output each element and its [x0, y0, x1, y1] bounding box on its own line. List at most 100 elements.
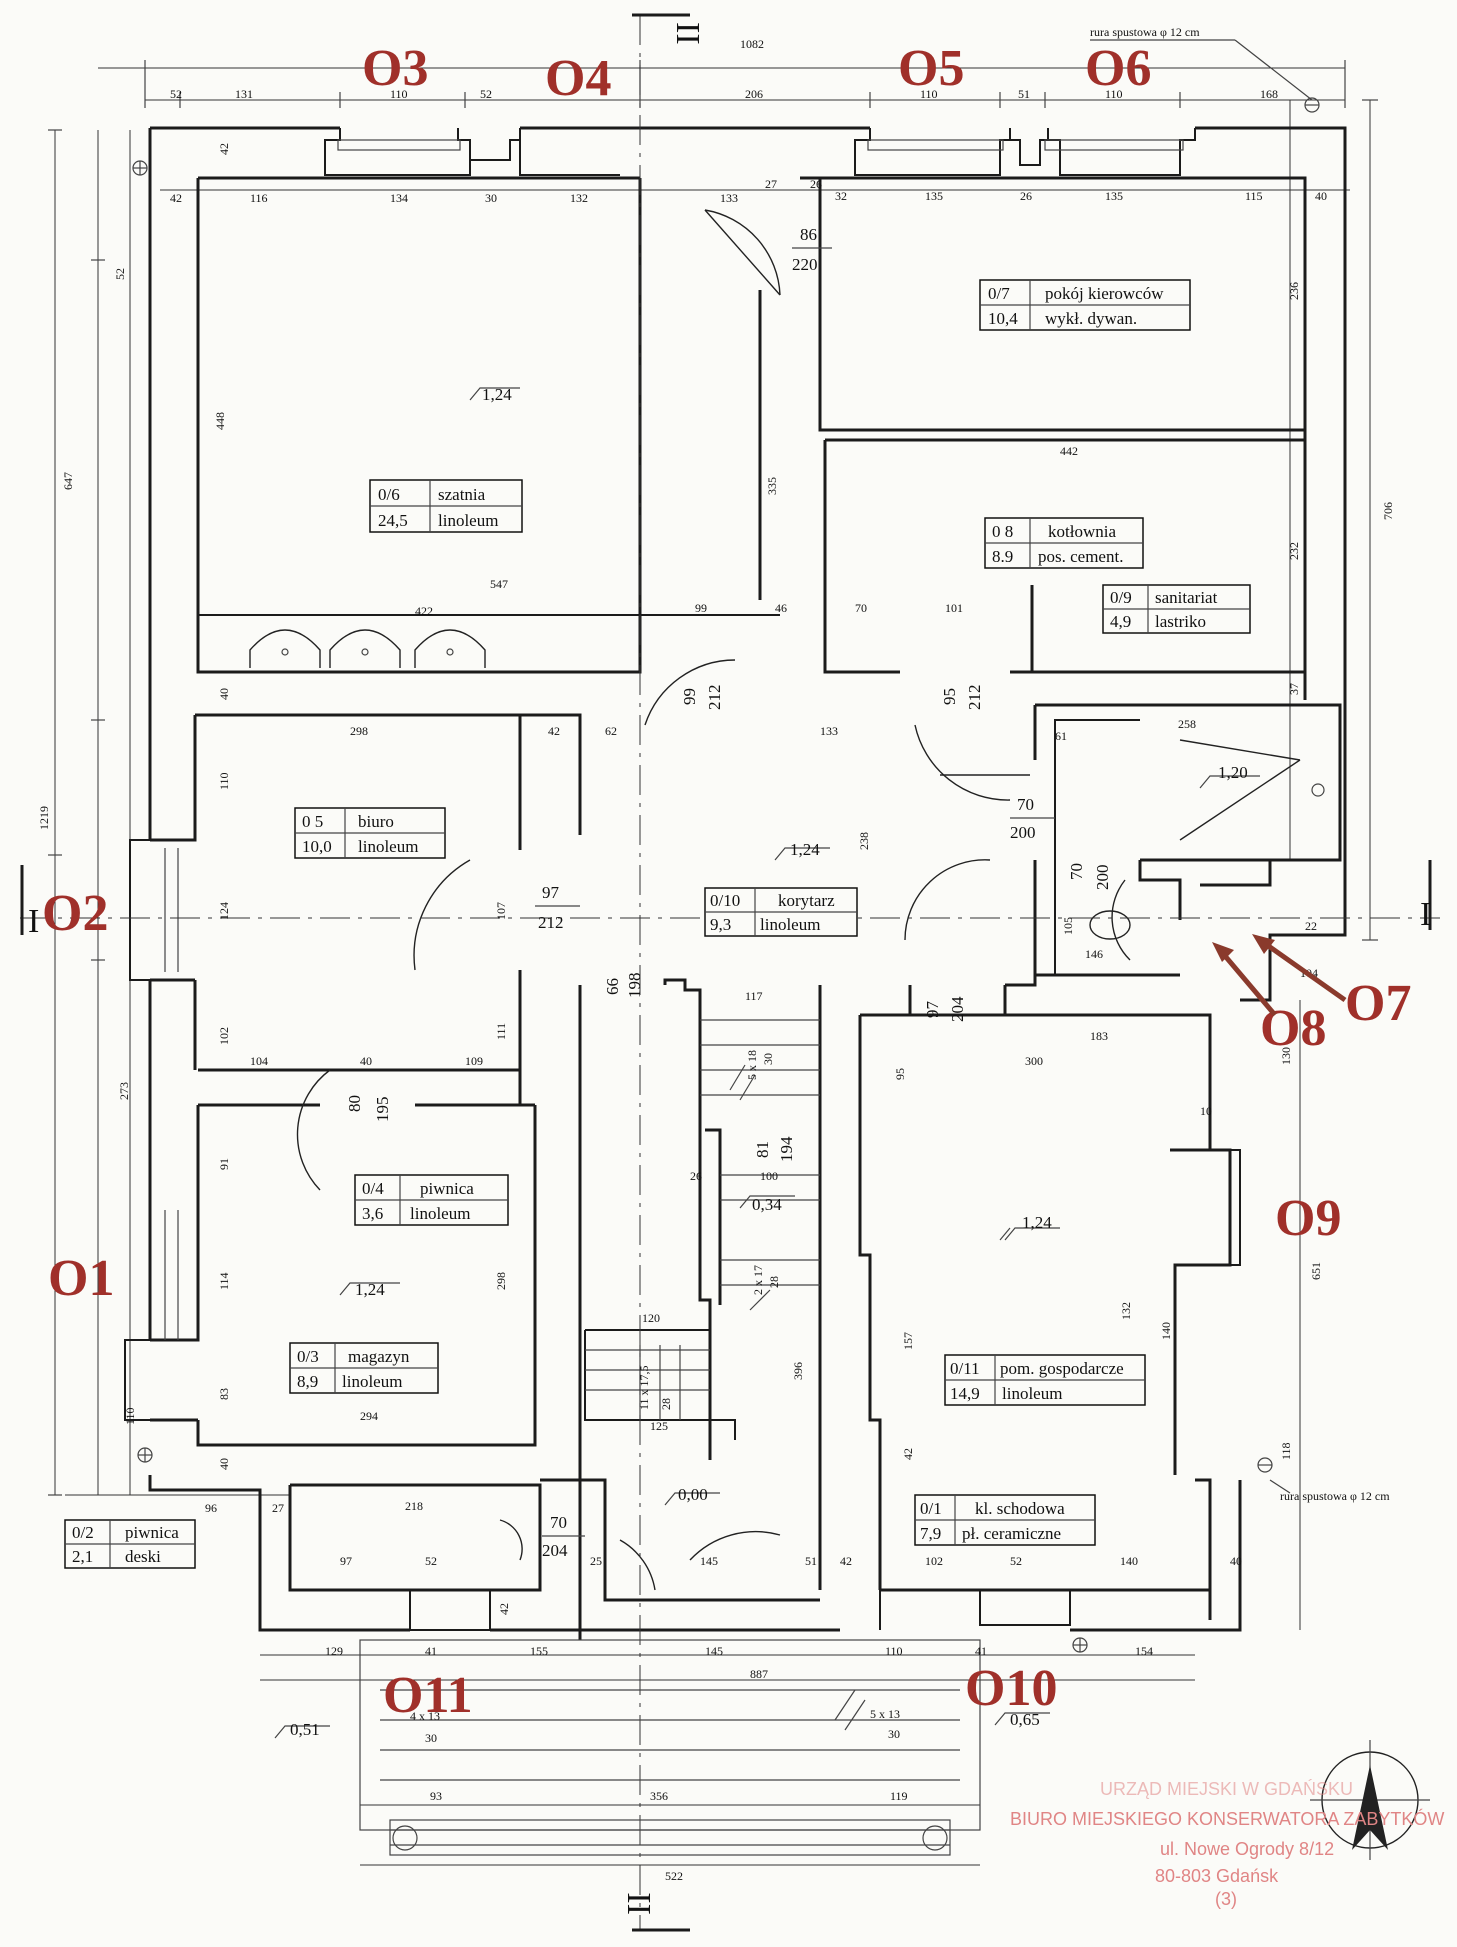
- dim-mid: 51: [805, 1554, 817, 1568]
- room-code: 0/3: [297, 1347, 319, 1366]
- stairs: [585, 1019, 820, 1420]
- dim-left: 1219: [37, 806, 51, 830]
- dim-bottom: 522: [665, 1869, 683, 1883]
- dim-mid: 100: [760, 1169, 778, 1183]
- dim-bottom: 356: [650, 1789, 668, 1803]
- room-name: kl. schodowa: [975, 1499, 1065, 1518]
- dim-mid: 52: [425, 1554, 437, 1568]
- dim-inner-top: 26: [810, 177, 822, 191]
- door-height: 212: [538, 913, 564, 932]
- room-label-magazyn: 0/3 magazyn 8,9 linoleum: [289, 1342, 439, 1394]
- room-name: biuro: [358, 812, 394, 831]
- room-floor: pł. ceramiczne: [962, 1524, 1061, 1543]
- dim-left: 40: [217, 1458, 231, 1470]
- opening-label-o7: O7: [1345, 975, 1411, 1032]
- dim-bottom: 30: [761, 1053, 775, 1065]
- opening-label-o1: O1: [48, 1250, 114, 1307]
- dim-left: 110: [123, 1407, 137, 1425]
- door-width: 97: [923, 1001, 942, 1019]
- door-label: 80 195: [345, 1095, 392, 1122]
- section-mark-left: I: [28, 903, 39, 940]
- dim-top: 52: [480, 87, 492, 101]
- section-mark-right: I: [1420, 896, 1431, 933]
- door-labels: 86 220 99 212 95 212 97 212 70 200 70 20…: [345, 225, 1112, 1560]
- dim-inner-top: 135: [925, 189, 943, 203]
- room-floor: deski: [125, 1547, 161, 1566]
- opening-label-o4: O4: [545, 50, 611, 107]
- dim-left: 42: [217, 143, 231, 155]
- dim-left: 102: [217, 1027, 231, 1045]
- dim-mid: 422: [415, 604, 433, 618]
- room-code: 0/9: [1110, 588, 1132, 607]
- dim-bottom: 5 x 18: [745, 1050, 759, 1080]
- dim-inner-top: 42: [170, 191, 182, 205]
- dim-top: 206: [745, 87, 763, 101]
- dim-mid: 96: [205, 1501, 217, 1515]
- north-arrow-icon: [1310, 1740, 1430, 1860]
- dim-right: 706: [1381, 502, 1395, 520]
- dim-mid: 183: [1090, 1029, 1108, 1043]
- dim-top: 52: [170, 87, 182, 101]
- dim-inner-top: 40: [1315, 189, 1327, 203]
- dim-top: 168: [1260, 87, 1278, 101]
- door-height: 195: [373, 1097, 392, 1123]
- room-name: pokój kierowców: [1045, 284, 1164, 303]
- door-height: 200: [1010, 823, 1036, 842]
- level-value: 0,51: [290, 1720, 320, 1739]
- room-floor: linoleum: [342, 1372, 402, 1391]
- downpipe-note-top: rura spustowa φ 12 cm: [1090, 25, 1200, 39]
- dim-bottom: 93: [430, 1789, 442, 1803]
- dim-bottom: 30: [888, 1727, 900, 1741]
- door-height: 220: [792, 255, 818, 274]
- front-steps: [359, 1639, 981, 1856]
- stamp-line-5: (3): [1215, 1889, 1237, 1909]
- dim-mid: 99: [695, 601, 707, 615]
- dim-mid: 132: [1119, 1302, 1133, 1320]
- dim-mid: 42: [840, 1554, 852, 1568]
- dim-bottom: 145: [705, 1644, 723, 1658]
- dim-mid: 104: [250, 1054, 268, 1068]
- door-width: 97: [542, 883, 560, 902]
- room-floor: linoleum: [358, 837, 418, 856]
- dim-mid: 52: [1010, 1554, 1022, 1568]
- door-width: 66: [603, 978, 622, 995]
- dim-mid: 42: [901, 1448, 915, 1460]
- room-name: magazyn: [348, 1347, 410, 1366]
- dim-mid: 27: [272, 1501, 284, 1515]
- opening-label-o6: O6: [1085, 40, 1151, 97]
- level-value: 1,17: [1020, 1213, 1050, 1232]
- dim-bottom: 129: [325, 1644, 343, 1658]
- axis-markers: [132, 97, 1320, 1653]
- door-height: 194: [777, 1136, 796, 1162]
- dim-mid: 42: [548, 724, 560, 738]
- room-area: 14,9: [950, 1384, 980, 1403]
- dim-bottom: 28: [767, 1276, 781, 1288]
- room-floor: wykł. dywan.: [1045, 309, 1137, 328]
- section-mark-top: II: [669, 22, 706, 45]
- dim-left: 114: [217, 1272, 231, 1290]
- dim-inner-top: 115: [1245, 189, 1263, 203]
- wc-fixture: [1089, 783, 1325, 940]
- level-marker: 0,00: [664, 1485, 720, 1506]
- room-label-sanitariat: 0/9 sanitariat 4,9 lastriko: [1102, 584, 1251, 634]
- room-label-piwnica-2: 0/2 piwnica 2,1 deski: [64, 1519, 196, 1569]
- door-width: 70: [1017, 795, 1034, 814]
- room-label-biuro: 0 5 biuro 10,0 linoleum: [294, 807, 446, 859]
- dim-top: 131: [235, 87, 253, 101]
- door-label: 70 200: [1010, 795, 1055, 842]
- official-stamp: URZĄD MIEJSKI W GDAŃSKU BIURO MIEJSKIEGO…: [1010, 1779, 1444, 1909]
- dim-left: 91: [217, 1158, 231, 1170]
- dim-mid: 238: [857, 832, 871, 850]
- dim-mid: 61: [1055, 729, 1067, 743]
- dim-right: 130: [1279, 1047, 1293, 1065]
- room-code: 0/10: [710, 891, 740, 910]
- room-name: kotłownia: [1048, 522, 1116, 541]
- dim-left: 273: [117, 1082, 131, 1100]
- dim-inner-top: 133: [720, 191, 738, 205]
- level-marker: 1,24: [339, 1280, 400, 1299]
- dim-bottom: 119: [890, 1789, 908, 1803]
- dim-left: 124: [217, 902, 231, 920]
- dim-mid: 62: [605, 724, 617, 738]
- dim-inner-top: 32: [835, 189, 847, 203]
